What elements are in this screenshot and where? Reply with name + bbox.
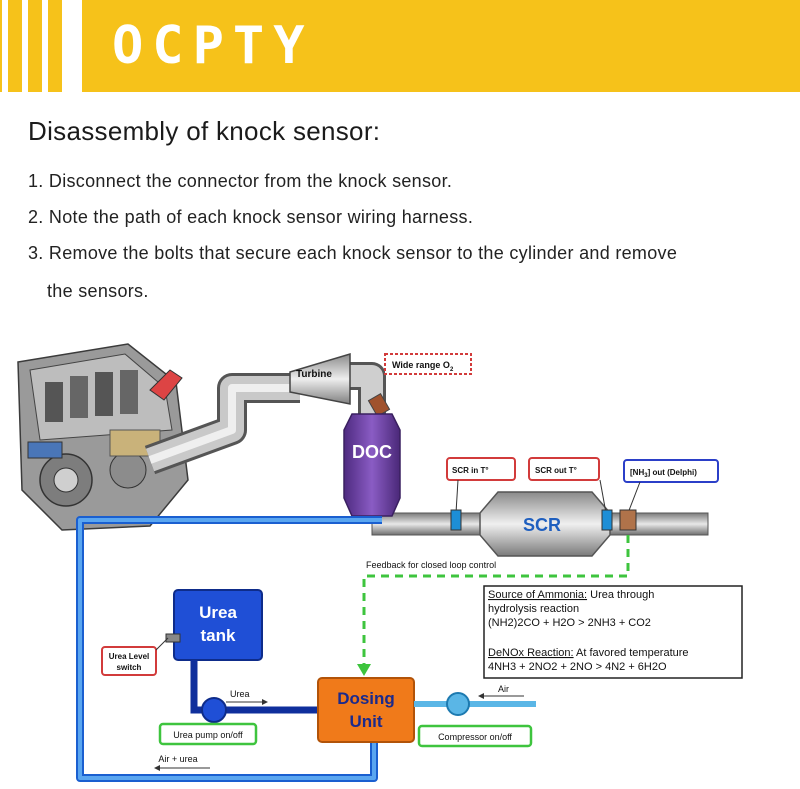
dosing-unit [317, 677, 415, 743]
doc-catalyst [343, 413, 401, 517]
urea-pump-tag [158, 722, 258, 746]
scr-out-sensor [601, 509, 613, 531]
urea-feed-line [190, 660, 318, 714]
hydrolysis-text: hydrolysis reaction [488, 603, 579, 615]
urea-level-tag [101, 646, 157, 676]
urea-line-label: Urea [230, 689, 250, 699]
urea-tank [173, 589, 263, 661]
turbine [289, 352, 351, 405]
scr-out-connector [599, 479, 607, 514]
wide-range-o2-tag [384, 353, 472, 375]
air-urea-label: Air + urea [158, 754, 197, 764]
banner-stripe [42, 0, 48, 92]
step-3-continued: the sensors. [47, 281, 149, 301]
wide-range-o2-label: Wide range O2 [392, 360, 454, 373]
compressor-tag [417, 724, 533, 748]
feedback-label: Feedback for closed loop control [366, 560, 496, 570]
banner-stripe [22, 0, 28, 92]
scr-in-temp-label: SCR in T° [452, 466, 489, 475]
step-2: 2. Note the path of each knock sensor wi… [28, 207, 474, 227]
nh3-sensor [619, 509, 637, 531]
feedback-line [362, 535, 630, 670]
scr-system-diagram: Turbine Wide range O2 DOC SCR SCR in T° … [17, 343, 743, 782]
nh3-out-tag [623, 459, 719, 483]
page-title: Disassembly of knock sensor: [28, 116, 381, 146]
turbine-label: Turbine [296, 369, 332, 380]
urea-level-label-2: switch [117, 663, 142, 672]
brand-logo: OCPTY [112, 16, 314, 76]
scr-out-temp-label: SCR out T° [535, 466, 577, 475]
urea-level-switch [165, 633, 181, 643]
nh3-out-label: [NH3] out (Delphi) [630, 468, 697, 479]
step-1: 1. Disconnect the connector from the kno… [28, 171, 453, 191]
engine-illustration [17, 343, 189, 531]
dosing-unit-label-2: Unit [349, 712, 382, 731]
urea-equation: (NH2)2CO + H2O > 2NH3 + CO2 [488, 617, 651, 629]
step-3: 3. Remove the bolts that secure each kno… [28, 243, 678, 263]
urea-tank-label-1: Urea [199, 603, 237, 622]
scr-in-sensor [450, 509, 462, 531]
air-label: Air [498, 684, 509, 694]
denox-equation: 4NH3 + 2NO2 + 2NO > 4N2 + 6H2O [488, 661, 667, 673]
urea-tank-label-2: tank [201, 626, 237, 645]
urea-pump-label: Urea pump on/off [173, 730, 243, 740]
o2-sensor [367, 393, 391, 417]
scr-in-connector [455, 479, 459, 514]
compressor-label: Compressor on/off [438, 732, 512, 742]
chemistry-info-box [483, 585, 743, 679]
urea-level-label-1: Urea Level [109, 652, 149, 661]
scr-in-temp-tag [446, 457, 516, 481]
dosing-unit-label-1: Dosing [337, 689, 395, 708]
source-of-ammonia-text: Source of Ammonia: Urea through [488, 589, 654, 601]
scr-label: SCR [523, 515, 561, 535]
urea-pump [201, 697, 227, 723]
brand-banner: OCPTY [0, 0, 800, 92]
banner-stripe [2, 0, 8, 92]
scr-catalyst [479, 491, 611, 557]
scr-out-temp-tag [528, 457, 600, 481]
nh3-connector [627, 481, 641, 514]
compressor [446, 692, 470, 716]
banner-stripe [62, 0, 82, 92]
doc-label: DOC [352, 442, 392, 462]
denox-text: DeNOx Reaction: At favored temperature [488, 647, 689, 659]
